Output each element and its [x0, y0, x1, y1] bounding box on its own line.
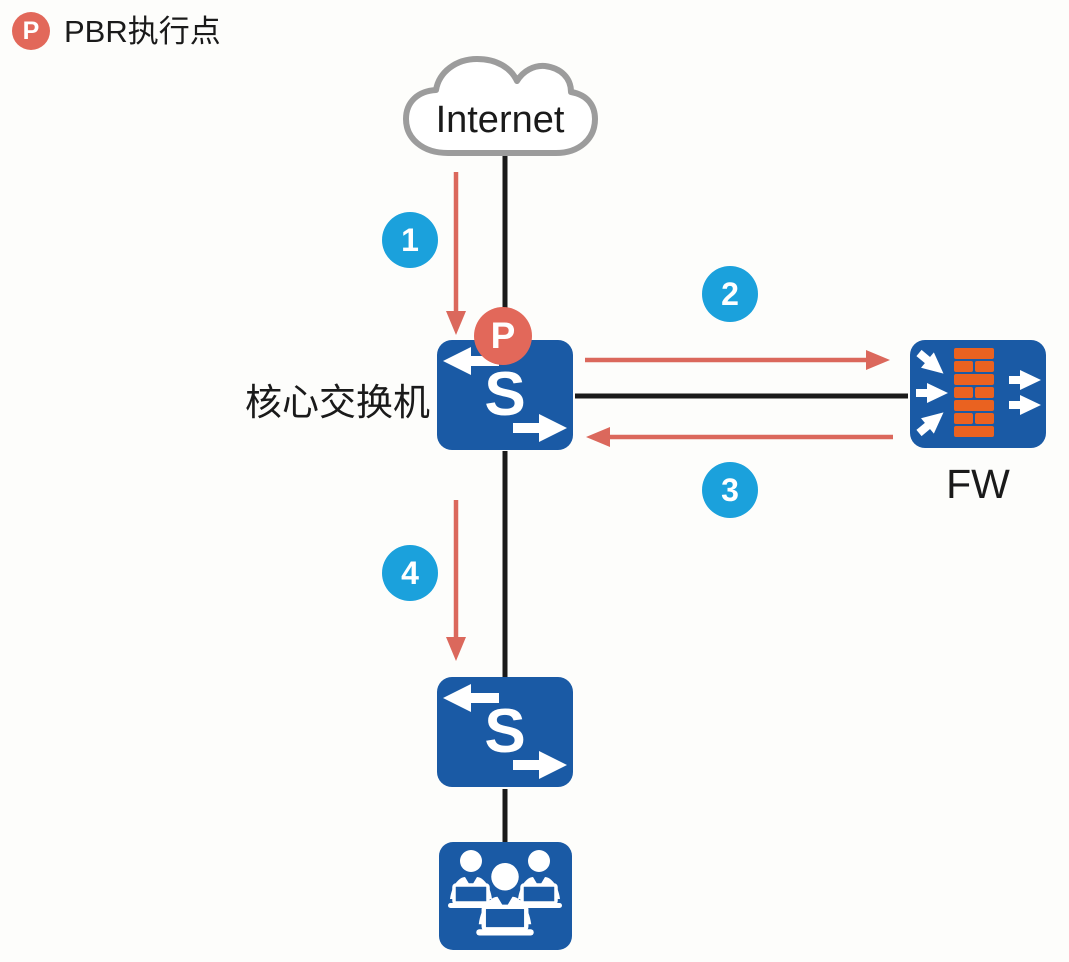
cloud-icon — [403, 56, 598, 156]
core-switch-label: 核心交换机 — [245, 382, 430, 423]
switch-letter: S — [484, 697, 525, 766]
pbr-legend-label: PBR执行点 — [64, 14, 221, 49]
core-switch-node: S — [435, 338, 575, 452]
switch-left-arrowhead — [443, 684, 471, 712]
switch-letter: S — [484, 360, 525, 429]
firewall-bricks — [954, 348, 994, 437]
switch-icon: S — [437, 677, 573, 787]
pbr-legend-icon: P — [12, 12, 50, 50]
switch-left-arrowhead — [443, 347, 471, 375]
access-switch-node: S — [435, 674, 575, 790]
step-marker-4: 4 — [382, 545, 438, 601]
switch-right-arrowhead — [539, 414, 567, 442]
internet-node: Internet — [398, 50, 602, 162]
step-marker-1: 1 — [382, 212, 438, 268]
switch-right-arrowhead — [539, 751, 567, 779]
internet-label: Internet — [435, 99, 565, 141]
firewall-icon — [908, 340, 1046, 448]
firewall-label: FW — [946, 461, 1010, 507]
user-group-node — [437, 840, 574, 952]
step-marker-2: 2 — [702, 266, 758, 322]
step-marker-3: 3 — [702, 462, 758, 518]
pbr-point-badge: P — [474, 307, 532, 365]
user-group-icon — [439, 842, 572, 950]
firewall-node — [908, 338, 1048, 450]
switch-icon: S — [437, 340, 573, 450]
